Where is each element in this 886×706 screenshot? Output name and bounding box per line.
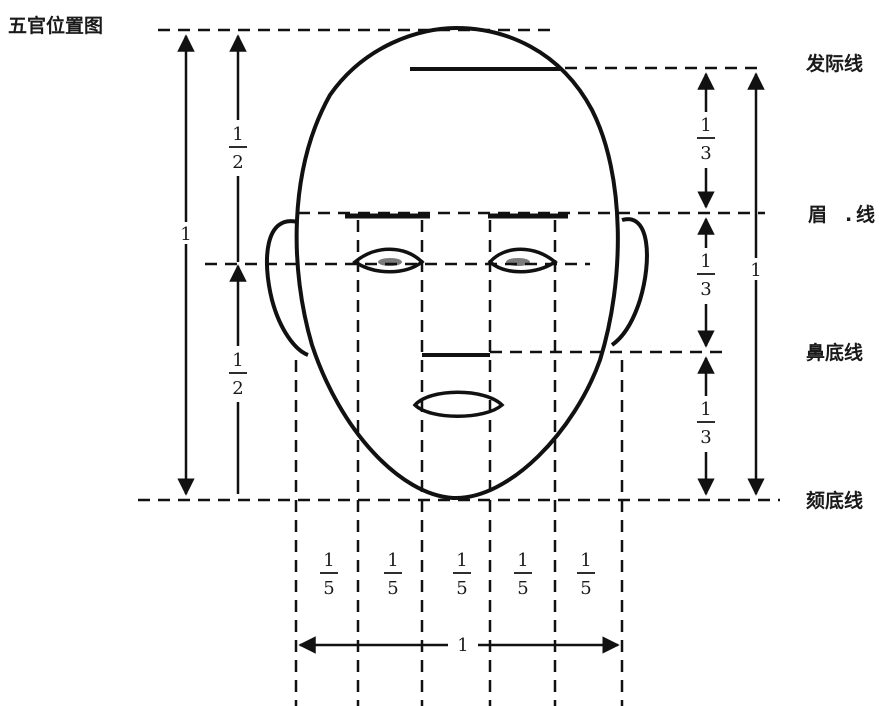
svg-text:5: 5 [323, 578, 334, 599]
svg-text:3: 3 [700, 279, 711, 300]
svg-text:1: 1 [700, 115, 711, 136]
svg-text:1: 1 [232, 124, 243, 145]
svg-text:5: 5 [580, 578, 591, 599]
fifth-label-2: 1 5 [384, 550, 402, 599]
svg-text:2: 2 [232, 378, 243, 399]
nose-base-label: 鼻底线 [806, 341, 863, 364]
hairline-label: 发际线 [805, 52, 863, 75]
svg-text:5: 5 [387, 578, 398, 599]
fifth-label-1: 1 5 [320, 550, 338, 599]
fifth-label-4: 1 5 [514, 550, 532, 599]
svg-text:5: 5 [456, 578, 467, 599]
fifth-label-3: 1 5 [453, 550, 471, 599]
right-total-label: 1 [748, 258, 764, 281]
right-pupil [506, 258, 530, 266]
brow-label-suffix: 线 [856, 203, 875, 226]
horizontal-guides [138, 30, 780, 500]
chin-label: 颏底线 [806, 489, 863, 512]
brow-label-dot: . [845, 204, 852, 226]
bottom-total-label: 1 [457, 635, 468, 656]
diagram-title: 五官位置图 [8, 14, 103, 37]
svg-text:1: 1 [232, 350, 243, 371]
svg-text:1: 1 [700, 251, 711, 272]
svg-text:1: 1 [180, 224, 191, 245]
left-upper-half-label: 1 2 [226, 120, 250, 176]
svg-text:3: 3 [700, 427, 711, 448]
svg-text:1: 1 [323, 550, 334, 571]
left-lower-half-label: 1 2 [226, 346, 250, 402]
svg-text:5: 5 [517, 578, 528, 599]
right-upper-third-label: 1 3 [694, 112, 718, 168]
svg-text:3: 3 [700, 143, 711, 164]
fifth-label-5: 1 5 [577, 550, 595, 599]
svg-text:2: 2 [232, 152, 243, 173]
svg-text:1: 1 [456, 550, 467, 571]
right-middle-third-label: 1 3 [694, 248, 718, 304]
vertical-guides [296, 220, 622, 706]
right-lower-third-label: 1 3 [694, 396, 718, 452]
svg-text:1: 1 [580, 550, 591, 571]
svg-text:1: 1 [517, 550, 528, 571]
svg-text:1: 1 [750, 260, 761, 281]
svg-text:1: 1 [387, 550, 398, 571]
svg-text:1: 1 [700, 399, 711, 420]
left-total-label: 1 [178, 222, 194, 245]
left-pupil [378, 258, 402, 266]
brow-label: 眉 [808, 204, 827, 226]
